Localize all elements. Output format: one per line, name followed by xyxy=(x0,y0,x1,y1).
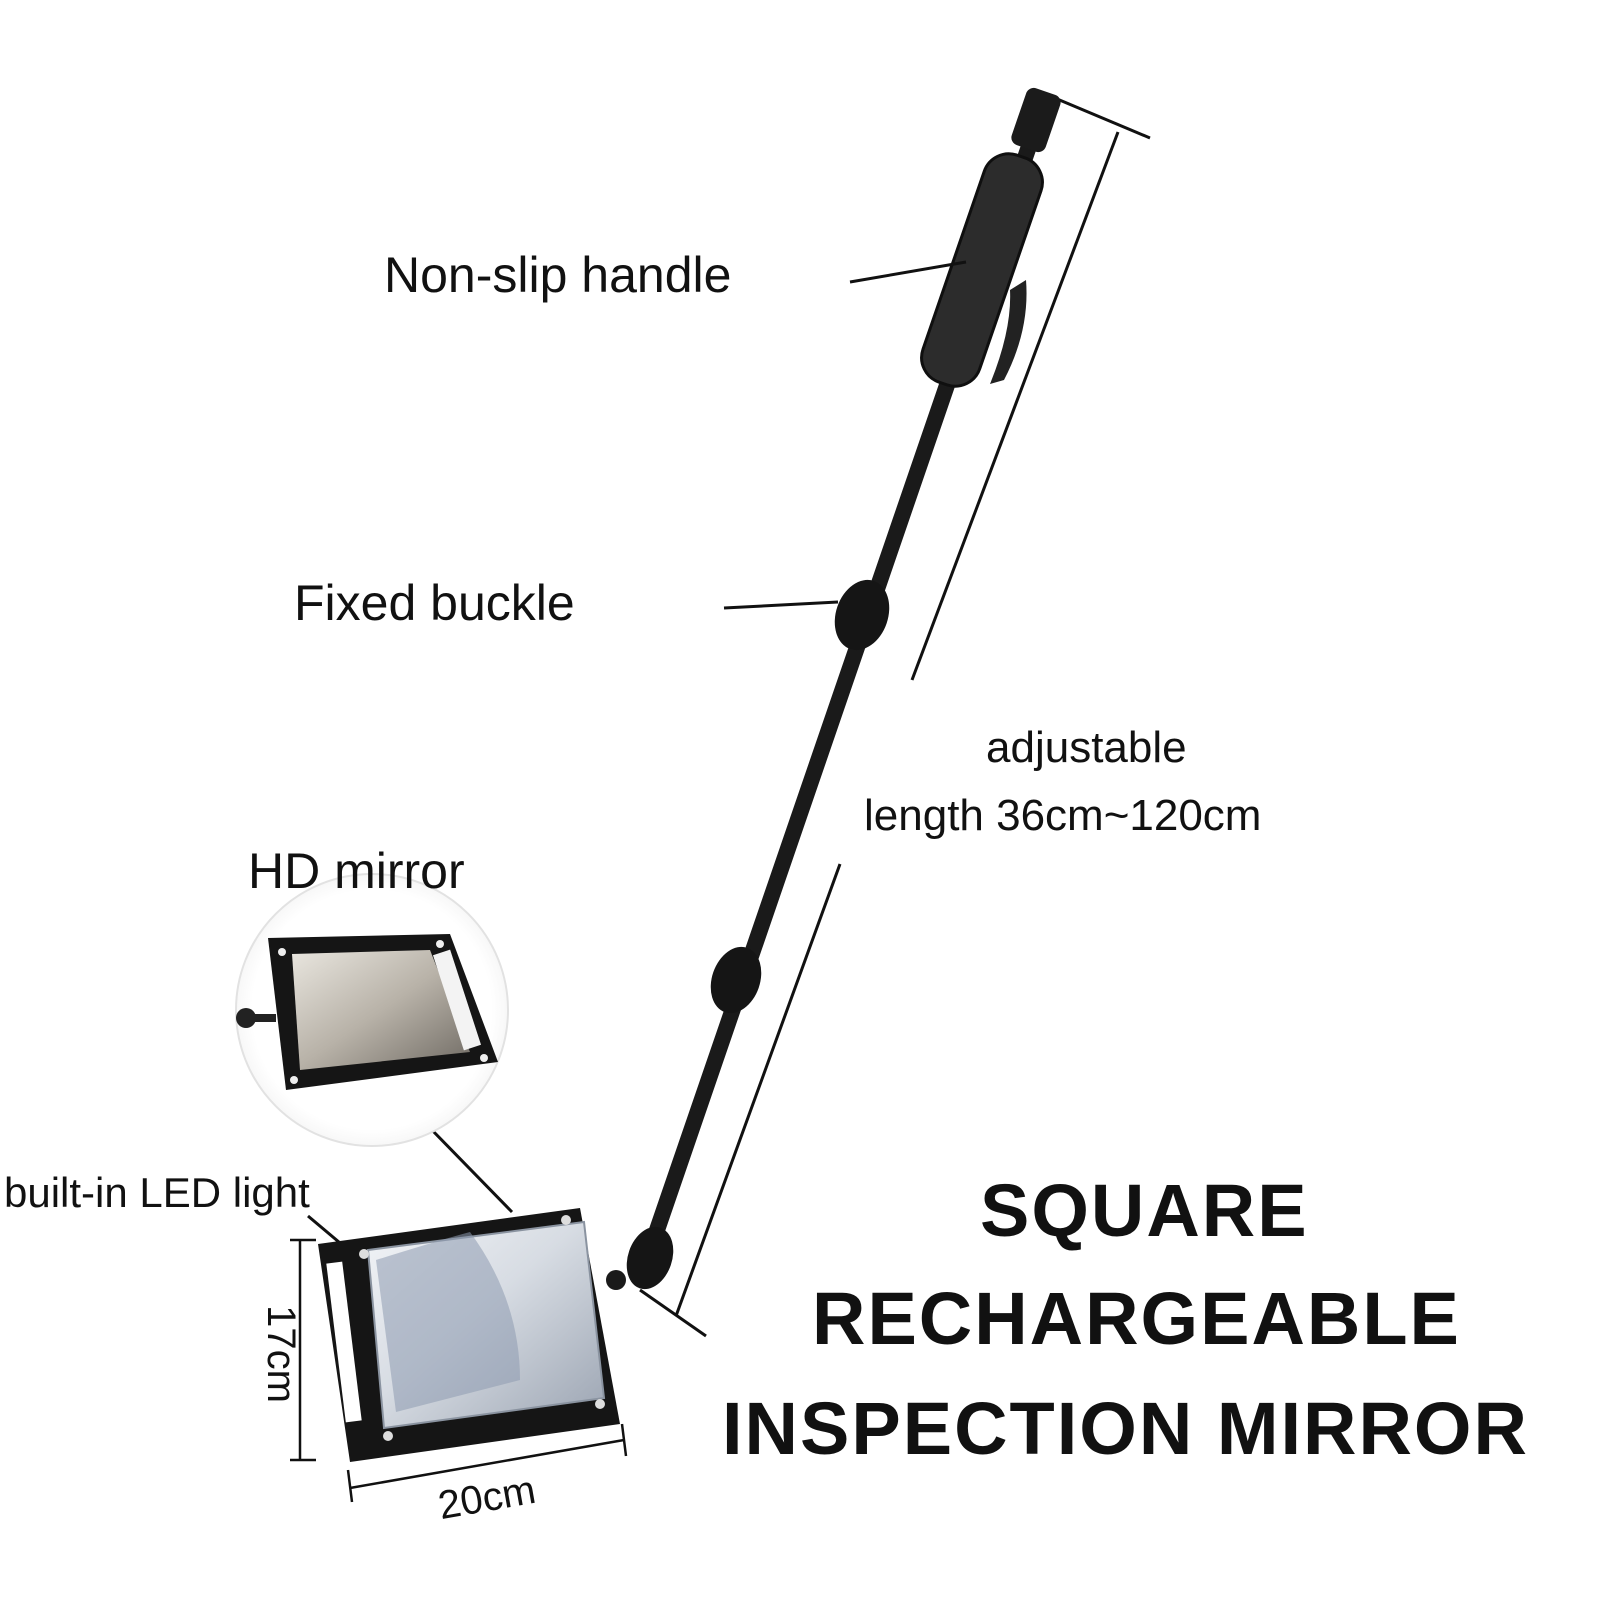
length-range-label: length 36cm~120cm xyxy=(864,791,1262,840)
adjustable-label: adjustable xyxy=(986,723,1187,772)
headline-line-1: SQUARE xyxy=(980,1169,1309,1252)
buckle-label: Fixed buckle xyxy=(294,575,575,631)
handle-label: Non-slip handle xyxy=(384,247,732,303)
square-mirror xyxy=(318,1208,620,1462)
mirror-dimension-lines xyxy=(290,1238,628,1503)
telescopic-pole xyxy=(606,87,1061,1290)
length-dimension-line xyxy=(639,94,1151,1338)
mirror-height-label: 17cm xyxy=(258,1305,303,1403)
hd-mirror-label: HD mirror xyxy=(248,843,465,899)
hd-mirror-inset xyxy=(235,873,509,1147)
headline-line-2: RECHARGEABLE xyxy=(812,1277,1461,1360)
led-light-label: built-in LED light xyxy=(4,1169,310,1216)
headline-line-3: INSPECTION MIRROR xyxy=(722,1387,1529,1470)
